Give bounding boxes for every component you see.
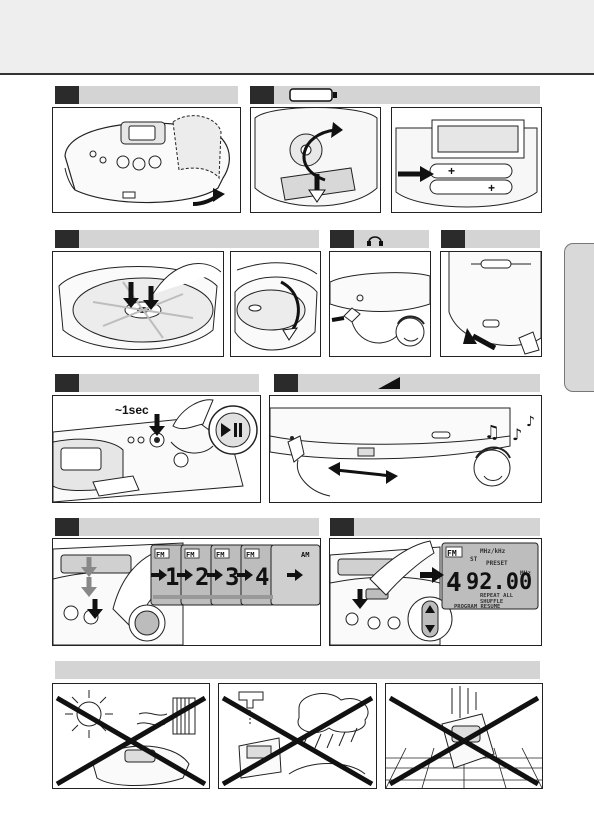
lcd-mhz-khz: MHz/kHz xyxy=(480,548,506,555)
svg-text:+: + xyxy=(448,164,455,178)
time-label: ~1sec xyxy=(115,403,149,417)
panel-press-play: ~1sec xyxy=(52,395,261,503)
panel-adjust-volume: ♫ ♪ ♪ xyxy=(269,395,542,503)
lcd-st: ST xyxy=(470,556,478,563)
step-number-box xyxy=(330,230,354,248)
lcd-band: FM xyxy=(186,551,194,559)
step-number-box xyxy=(55,230,79,248)
panel-no-heat xyxy=(52,683,210,789)
panel-no-drop xyxy=(385,683,543,789)
panel-insert-batteries: + + xyxy=(391,107,542,213)
panel-connect-headphones xyxy=(329,251,431,357)
lcd-band: FM xyxy=(216,551,224,559)
lcd-band: FM xyxy=(447,549,457,558)
step-number-box xyxy=(274,374,298,392)
volume-icon xyxy=(378,377,400,389)
step-number-box xyxy=(55,374,79,392)
side-tab[interactable] xyxy=(564,243,594,392)
lcd-band: FM xyxy=(246,551,254,559)
svg-text:♪: ♪ xyxy=(526,414,535,430)
svg-text:+: + xyxy=(488,181,495,195)
preset-lcd-sequence: FM FM FM FM AM 1 2 3 4 xyxy=(151,545,320,605)
lcd-frequency: 92.00 xyxy=(466,570,532,595)
svg-text:♪: ♪ xyxy=(512,425,522,444)
step-number-box xyxy=(330,518,354,536)
panel-place-disc xyxy=(52,251,224,357)
lcd-preset-number: 4 xyxy=(446,568,462,598)
step-header-batteries xyxy=(250,86,540,104)
svg-text:♫: ♫ xyxy=(484,422,500,443)
step-header-headphones xyxy=(330,230,429,248)
lcd-band: FM xyxy=(156,551,164,559)
lcd-preset: PRESET xyxy=(486,560,508,567)
step-header-precautions xyxy=(55,661,540,679)
lcd-program-resume: PROGRAM RESUME xyxy=(454,604,500,610)
battery-icon xyxy=(288,87,340,103)
panel-no-water xyxy=(218,683,377,789)
step-header-insert-disc xyxy=(55,230,319,248)
step-header-play xyxy=(55,374,259,392)
panel-open-lid xyxy=(52,107,241,213)
step-header-select-preset xyxy=(330,518,540,536)
panel-store-presets: FM FM FM FM AM 1 2 3 4 xyxy=(52,538,321,646)
lcd-am: AM xyxy=(301,551,309,559)
panel-close-lid xyxy=(230,251,321,357)
step-header-volume xyxy=(274,374,540,392)
step-header-open-lid xyxy=(55,86,238,104)
preset-digit-4: 4 xyxy=(255,563,269,591)
headphones-icon xyxy=(366,231,384,247)
panel-battery-compartment xyxy=(250,107,381,213)
panel-select-preset: FM MHz/kHz ST PRESET MHz 4 92.00 REPEAT … xyxy=(329,538,542,646)
step-number-box xyxy=(250,86,274,104)
step-number-box xyxy=(55,518,79,536)
step-header-store-presets xyxy=(55,518,319,536)
step-number-box xyxy=(441,230,465,248)
top-band xyxy=(0,0,594,75)
panel-hold-switch xyxy=(440,251,542,357)
step-header-power-switch xyxy=(441,230,540,248)
step-number-box xyxy=(55,86,79,104)
